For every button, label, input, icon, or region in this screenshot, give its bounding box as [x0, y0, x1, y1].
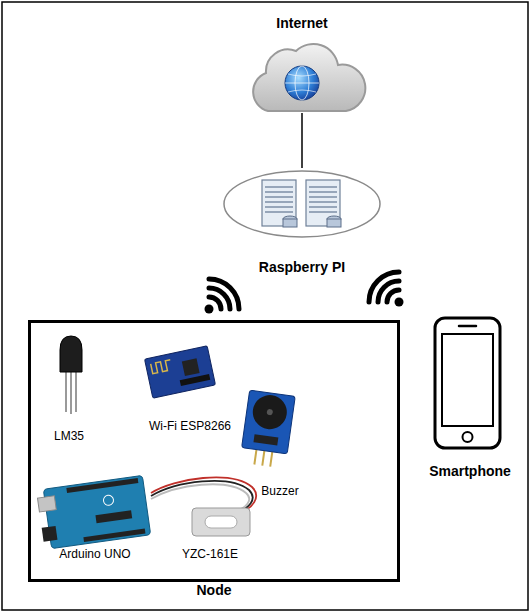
arduino-chip [95, 510, 132, 523]
arduino-usb [37, 496, 56, 512]
component-label: Buzzer [235, 484, 325, 498]
buzzer-component: Buzzer [235, 383, 325, 498]
esp-chip [182, 358, 200, 376]
arduino-jack [42, 526, 58, 542]
arduino-logo [103, 495, 114, 506]
cloud-node: Internet [247, 15, 357, 113]
wifi-dot [205, 305, 214, 314]
wifi-arc [209, 288, 230, 309]
server-icon [224, 171, 380, 237]
load-cell-slot [205, 516, 237, 528]
server-node: Raspberry PI [222, 168, 382, 276]
smartphone-icon [435, 318, 500, 448]
wifi-arc [209, 279, 239, 309]
node-heading: Smartphone [422, 463, 518, 480]
phone-screen [442, 334, 493, 426]
database-icon [283, 219, 297, 227]
wifi-arc [378, 281, 399, 302]
load-cell-component: YZC-161E [150, 473, 270, 561]
globe-lines [288, 74, 316, 92]
arduino-board [36, 475, 150, 549]
component-label: Wi-Fi ESP8266 [135, 419, 245, 433]
buzzer-hole [266, 409, 273, 416]
buzzer-module [240, 390, 296, 469]
buzzer-board [242, 390, 296, 454]
globe-equator [285, 83, 319, 84]
sensor-legs [66, 372, 76, 414]
wifi-symbol [369, 272, 404, 307]
wifi-arc [369, 272, 399, 302]
load-cell-body [192, 508, 250, 536]
connector-line [301, 113, 303, 168]
node-heading: Internet [247, 15, 357, 32]
component-label: YZC-161E [150, 547, 270, 561]
phone-button [463, 432, 473, 442]
smartphone-node: Smartphone [422, 315, 518, 480]
phone-body [435, 318, 500, 448]
cloud-shape [253, 44, 365, 111]
arduino-header [83, 529, 145, 543]
buzzer-body [251, 393, 289, 431]
database-icon [327, 219, 341, 227]
wifi-module-component: Wi-Fi ESP8266 [135, 343, 245, 433]
sensor-body [60, 336, 82, 372]
lm35-sensor [60, 336, 82, 414]
microcontroller-component: Arduino UNO [40, 473, 150, 561]
phone-speaker [459, 325, 476, 328]
wifi-dot [395, 298, 404, 307]
esp8266-module [145, 346, 216, 398]
sensor-component: LM35 [40, 333, 98, 443]
cloud-icon [253, 44, 365, 111]
wifi-symbol [205, 279, 240, 314]
component-label: Arduino UNO [40, 547, 150, 561]
wifi-arc [387, 290, 399, 302]
node-group-box: NodeLM35Wi-Fi ESP8266BuzzerArduino UNOYZ… [28, 320, 400, 582]
server-slots [265, 187, 337, 212]
component-label: LM35 [40, 429, 98, 443]
globe [285, 66, 319, 100]
esp-antenna [151, 360, 173, 374]
load-cell-wire [151, 481, 253, 512]
node-heading: Raspberry PI [222, 259, 382, 276]
esp-pins [180, 374, 211, 386]
arduino-header [66, 478, 138, 493]
buzzer-header [253, 434, 278, 445]
wifi-arc [209, 297, 221, 309]
server-ellipse [224, 171, 380, 237]
load-cell [151, 477, 256, 536]
esp-board [145, 346, 216, 398]
arduino-pcb [43, 475, 150, 548]
load-cell-wire [151, 477, 256, 512]
node-heading: Node [31, 582, 397, 599]
